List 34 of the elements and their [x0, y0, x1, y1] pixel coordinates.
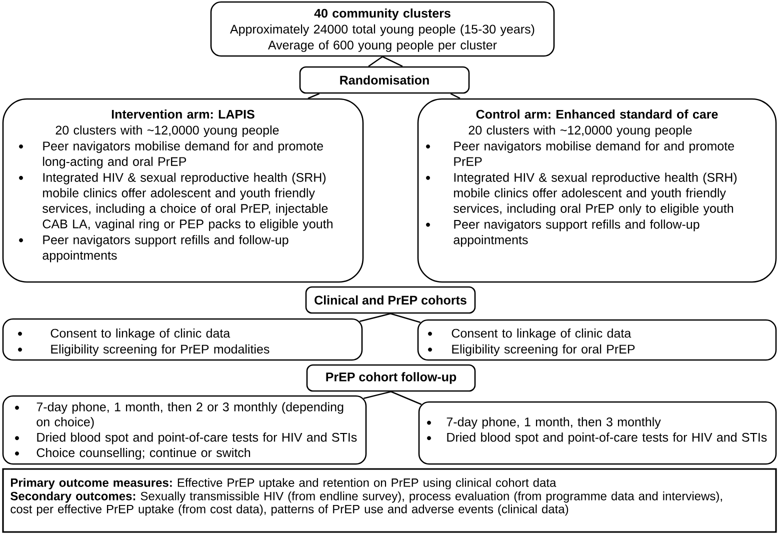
label-box: Clinical and PrEP cohorts: [305, 286, 476, 314]
list-item: Dried blood spot and point-of-care tests for HIV and STIs: [447, 432, 767, 444]
body-text: Primary outcome measures: Effective PrEP uptake and retention on PrEP using clinical cohort data: [11, 478, 556, 490]
body-text: Approximately 24000 total young people (15-30 years): [230, 24, 534, 36]
list-item: Peer navigators mobilise demand for and promote PrEP: [454, 141, 734, 166]
list-item: 7-day phone, 1 month, then 2 or 3 monthly (depending on choice): [36, 402, 344, 429]
connector-line: [390, 313, 421, 323]
list-item: Peer navigators support refills and follow-up appointments: [454, 220, 700, 247]
label-box: Randomisation: [299, 66, 470, 94]
list-item: Eligibility screening for oral PrEP: [452, 344, 635, 356]
list-item: Consent to linkage of clinic data: [50, 328, 230, 340]
heading: Intervention arm: LAPIS: [112, 109, 254, 119]
label-box: PrEP cohort follow-up: [306, 364, 476, 392]
body-text: Secondary outcomes: Sexually transmissible HIV (from endline survey), process evaluation (from programme data and interviews), cost per effective PrEP uptake (from cost data), patterns of PrEP use and adverse events (clinical data): [10, 492, 722, 516]
connector-line: [360, 313, 391, 322]
list-item: Peer navigators support refills and follow-up appointments: [42, 235, 288, 262]
list-item: 7-day phone, 1 month, then 3 monthly: [446, 417, 661, 429]
heading: Control arm: Enhanced standard of care: [476, 109, 718, 119]
connector-line: [308, 93, 320, 99]
list-item: Peer navigators mobilise demand for and promote long-acting and oral PrEP: [43, 141, 323, 168]
list-item: Dried blood spot and point-of-care tests for HIV and STIs: [37, 432, 357, 444]
list-item: Integrated HIV & sexual reproductive health (SRH) mobile clinics offer adolescent and youth friendly services, including a choice of oral PrEP, injectable CAB LA, vaginal ring or PEP packs to eligible youth: [42, 172, 332, 231]
connector-line: [450, 93, 460, 99]
list-item: Consent to linkage of clinic data: [452, 328, 632, 340]
body-text: 20 clusters with ~12,0000 young people: [468, 125, 692, 138]
heading: 40 community clusters: [314, 8, 450, 20]
connector-line: [364, 391, 392, 399]
list-item: Integrated HIV & sexual reproductive health (SRH) mobile clinics offer adolescent and youth friendly services, including oral PrEP only to eligible youth: [454, 172, 737, 216]
body-text: 20 clusters with ~12,0000 young people: [56, 125, 279, 138]
body-text: Average of 600 young people per cluster: [268, 40, 497, 52]
connector-line: [368, 56, 403, 67]
list-item: Choice counselling; continue or switch: [36, 448, 250, 460]
list-item: Eligibility screening for PrEP modalities: [51, 344, 270, 356]
connector-line: [390, 391, 422, 405]
